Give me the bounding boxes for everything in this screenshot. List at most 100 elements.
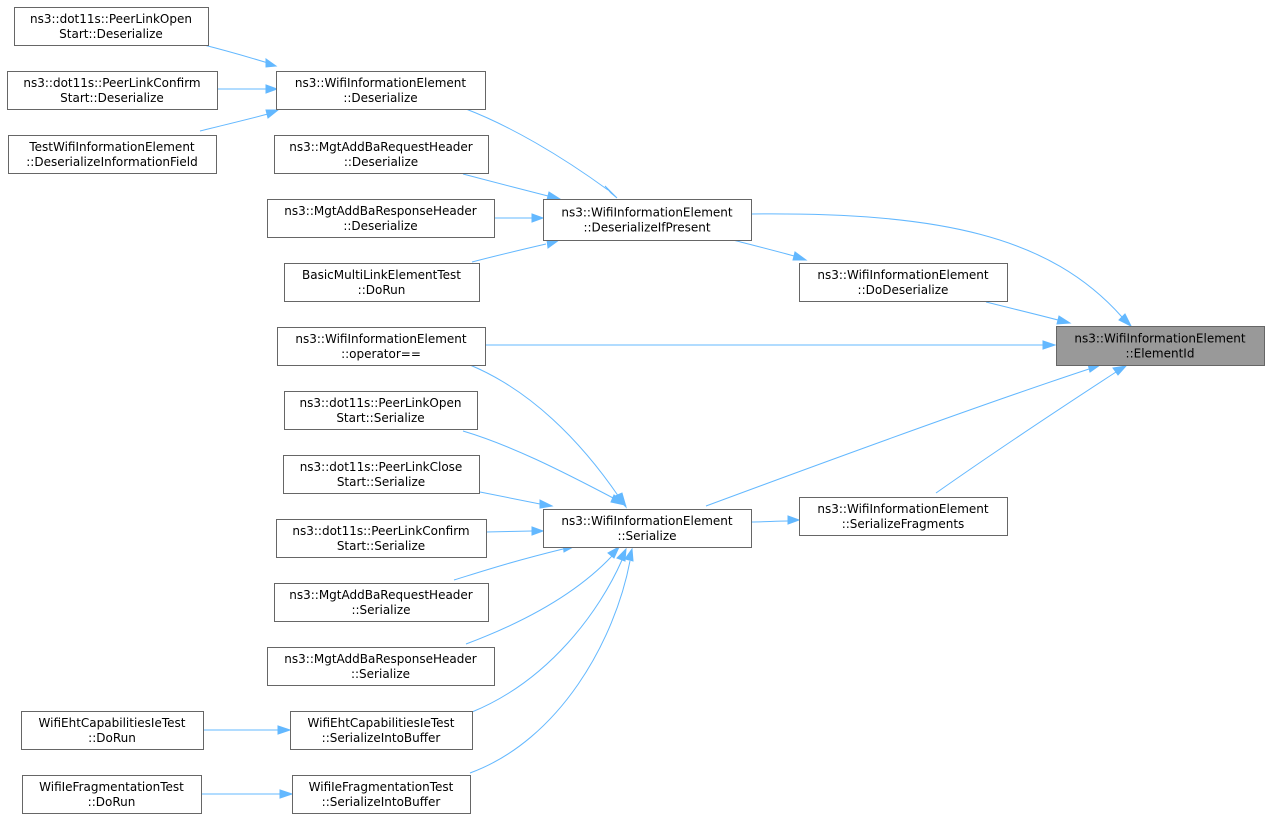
node-opeq[interactable]: ns3::WifiInformationElement::operator==	[277, 327, 486, 366]
node-label-line2: ::SerializeIntoBuffer	[322, 795, 441, 809]
node-serfrag[interactable]: ns3::WifiInformationElement::SerializeFr…	[799, 497, 1008, 536]
node-addres-des[interactable]: ns3::MgtAddBaResponseHeader::Deserialize	[267, 199, 495, 238]
arrowhead-icon	[546, 239, 561, 249]
node-close-ser[interactable]: ns3::dot11s::PeerLinkCloseStart::Seriali…	[283, 455, 480, 494]
node-label-line1: WifiEhtCapabilitiesIeTest	[39, 716, 186, 730]
edge-line	[462, 173, 549, 197]
node-wie-des[interactable]: ns3::WifiInformationElement::Deserialize	[276, 71, 486, 110]
node-frag-run[interactable]: WifiIeFragmentationTest::DoRun	[22, 775, 202, 814]
arrowhead-icon	[1042, 340, 1057, 350]
node-label-line1: BasicMultiLinkElementTest	[302, 268, 461, 282]
node-box	[284, 391, 478, 430]
node-box	[284, 263, 480, 302]
node-label-line1: ns3::WifiInformationElement	[295, 332, 467, 346]
node-open-ser[interactable]: ns3::dot11s::PeerLinkOpenStart::Serializ…	[284, 391, 478, 430]
edge-line	[465, 555, 613, 645]
node-addres-ser[interactable]: ns3::MgtAddBaResponseHeader::Serialize	[267, 647, 495, 686]
node-test-des[interactable]: TestWifiInformationElement::DeserializeI…	[8, 135, 217, 174]
node-label-line1: ns3::MgtAddBaResponseHeader	[284, 652, 476, 666]
arrowhead-icon	[265, 58, 278, 68]
node-label-line2: ::operator==	[341, 347, 421, 361]
edge-line	[199, 113, 269, 132]
node-label-line1: ns3::WifiInformationElement	[817, 502, 989, 516]
edge-frag_sib-to-wie_ser	[469, 547, 634, 774]
edge-wie_des-to-des_if	[465, 108, 618, 199]
node-wie-ser[interactable]: ns3::WifiInformationElement::Serialize	[543, 509, 752, 548]
node-box	[267, 647, 495, 686]
node-label-line2: Start::Serialize	[336, 411, 424, 425]
edge-addres_ser-to-wie_ser	[465, 545, 621, 645]
node-frag-sib[interactable]: WifiIeFragmentationTest::SerializeIntoBu…	[292, 775, 471, 814]
arrowhead-icon	[531, 526, 545, 536]
arrowhead-icon	[277, 725, 292, 735]
node-addreq-ser[interactable]: ns3::MgtAddBaRequestHeader::Serialize	[274, 583, 489, 622]
arrowhead-icon	[610, 494, 627, 506]
node-box	[276, 519, 487, 558]
node-label-line2: ::DoRun	[88, 795, 136, 809]
node-layer: ns3::dot11s::PeerLinkOpenStart::Deserial…	[7, 7, 1265, 814]
arrowhead-icon	[1118, 313, 1133, 328]
node-label-line2: ::ElementId	[1126, 347, 1195, 361]
node-addreq-des[interactable]: ns3::MgtAddBaRequestHeader::Deserialize	[274, 135, 489, 174]
node-eht-sib[interactable]: WifiEhtCapabilitiesIeTest::SerializeInto…	[290, 711, 473, 750]
node-box	[14, 7, 209, 46]
node-label-line2: ::SerializeIntoBuffer	[322, 731, 441, 745]
edge-line	[453, 548, 564, 581]
node-elemid[interactable]: ns3::WifiInformationElement::ElementId	[1056, 326, 1265, 366]
node-label-line1: ns3::WifiInformationElement	[295, 76, 467, 90]
node-label-line1: ns3::MgtAddBaResponseHeader	[284, 204, 476, 218]
node-des-if[interactable]: ns3::WifiInformationElement::Deserialize…	[543, 199, 752, 241]
node-label-line2: ::Serialize	[617, 529, 676, 543]
node-conf-ser[interactable]: ns3::dot11s::PeerLinkConfirmStart::Seria…	[276, 519, 487, 558]
node-conf-des[interactable]: ns3::dot11s::PeerLinkConfirmStart::Deser…	[7, 71, 218, 110]
node-box	[283, 455, 480, 494]
arrowhead-icon	[792, 251, 808, 261]
node-box	[292, 775, 471, 814]
edge-open_ser-to-wie_ser	[462, 430, 627, 506]
node-label-line2: ::Serialize	[351, 667, 410, 681]
node-box	[21, 711, 204, 750]
edge-test_des-to-wie_des	[199, 109, 280, 132]
arrowhead-icon	[546, 191, 562, 201]
node-label-line1: ns3::MgtAddBaRequestHeader	[289, 588, 473, 602]
edge-line	[935, 371, 1117, 494]
edge-eht_sib-to-wie_ser	[471, 547, 627, 713]
node-box	[1056, 326, 1265, 366]
node-open-des[interactable]: ns3::dot11s::PeerLinkOpenStart::Deserial…	[14, 7, 209, 46]
node-label-line1: ns3::MgtAddBaRequestHeader	[289, 140, 473, 154]
node-box	[22, 775, 202, 814]
arrowhead-icon	[531, 213, 545, 223]
node-box	[7, 71, 218, 110]
edge-open_des-to-wie_des	[199, 43, 278, 68]
node-label-line2: Start::Serialize	[337, 539, 425, 553]
node-box	[799, 497, 1008, 536]
edge-conf_des-to-wie_des	[218, 84, 279, 94]
edge-eht_run-to-eht_sib	[203, 725, 292, 735]
node-label-line2: ::DoDeserialize	[858, 283, 949, 297]
node-label-line1: ns3::dot11s::PeerLinkConfirm	[292, 524, 469, 538]
edge-line	[750, 213, 1123, 318]
arrowhead-icon	[279, 789, 294, 799]
edge-addres_des-to-des_if	[494, 213, 545, 223]
arrowhead-icon	[787, 515, 801, 525]
arrowhead-icon	[604, 185, 618, 199]
edge-line	[705, 368, 1090, 507]
node-basic-run[interactable]: BasicMultiLinkElementTest::DoRun	[284, 263, 480, 302]
arrowhead-icon	[616, 547, 627, 562]
edge-basic_run-to-des_if	[471, 239, 561, 263]
edge-line	[462, 430, 616, 500]
edge-line	[199, 43, 269, 64]
node-dodes[interactable]: ns3::WifiInformationElement::DoDeseriali…	[799, 263, 1008, 302]
edge-line	[471, 559, 623, 713]
edge-line	[985, 301, 1059, 321]
node-box	[799, 263, 1008, 302]
arrowhead-icon	[624, 547, 634, 562]
edge-wie_ser-to-serfrag	[750, 515, 801, 525]
node-eht-run[interactable]: WifiEhtCapabilitiesIeTest::DoRun	[21, 711, 204, 750]
node-label-line1: ns3::WifiInformationElement	[561, 514, 733, 528]
arrowhead-icon	[1112, 365, 1128, 376]
edge-line	[750, 520, 789, 523]
arrowhead-icon	[265, 109, 280, 119]
node-label-line2: ::Deserialize	[344, 155, 418, 169]
edge-frag_run-to-frag_sib	[201, 789, 294, 799]
